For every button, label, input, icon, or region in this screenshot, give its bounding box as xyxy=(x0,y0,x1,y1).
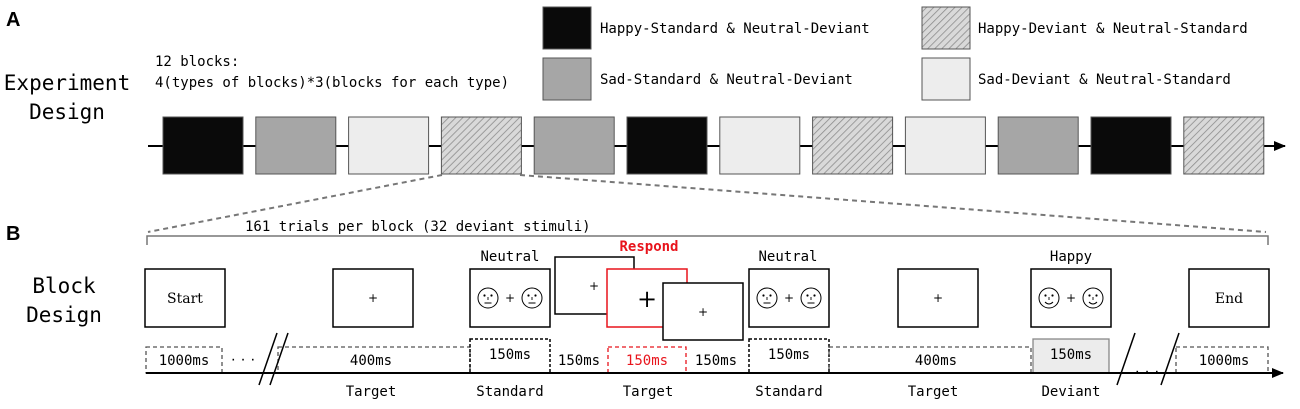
sequence-block-9 xyxy=(904,116,986,175)
screen-start xyxy=(144,268,226,328)
legend-swatch-happy-standard xyxy=(542,6,592,50)
neutral-faces-1 xyxy=(477,287,543,309)
fixation-cross-4: + xyxy=(698,305,708,319)
sequence-block-6 xyxy=(626,116,708,175)
trial-type-1: Target xyxy=(346,384,397,400)
legend-swatch-sad-deviant xyxy=(921,57,971,101)
duration-5: 150ms xyxy=(626,353,668,369)
sequence-block-4 xyxy=(440,116,522,175)
screen-end xyxy=(1188,268,1270,328)
screen-fixation-1 xyxy=(332,268,414,328)
legend-label-happy-standard: Happy-Standard & Neutral-Deviant xyxy=(600,21,870,37)
fixation-cross-6: + xyxy=(933,291,943,305)
experiment-design-title-line1: Experiment xyxy=(4,71,130,95)
neutral-face-icon xyxy=(800,287,822,309)
happy-faces xyxy=(1038,287,1104,309)
block-design-title-line1: Block xyxy=(32,274,96,298)
duration-9: 150ms xyxy=(1050,347,1092,363)
sequence-block-3 xyxy=(348,116,430,175)
legend-label-sad-standard: Sad-Standard & Neutral-Deviant xyxy=(600,72,853,88)
break-mark-2a xyxy=(1116,332,1136,386)
trial-type-4: Standard xyxy=(755,384,822,400)
screen-start-label: Start xyxy=(167,291,203,307)
block-bracket xyxy=(146,235,1269,245)
fixation-cross-large: + xyxy=(637,285,657,313)
legend-label-sad-deviant: Sad-Deviant & Neutral-Standard xyxy=(978,72,1231,88)
trial-type-2: Standard xyxy=(476,384,543,400)
neutral-face-icon xyxy=(477,287,499,309)
neutral-face-icon xyxy=(756,287,778,309)
trial-type-5: Target xyxy=(908,384,959,400)
duration-box-3 xyxy=(469,338,551,374)
happy-face-icon xyxy=(1038,287,1060,309)
sequence-block-8 xyxy=(812,116,894,175)
duration-2: 400ms xyxy=(350,353,392,369)
sequence-block-7 xyxy=(719,116,801,175)
legend-swatch-happy-deviant xyxy=(921,6,971,50)
fixation-cross-1: + xyxy=(368,291,378,305)
ellipsis-1: · · · xyxy=(231,351,256,368)
fixation-cross-5: + xyxy=(784,291,794,305)
zoom-line-right xyxy=(519,174,1267,233)
break-mark-1a xyxy=(258,332,278,386)
neutral-label-1: Neutral xyxy=(480,249,539,265)
neutral-faces-2 xyxy=(756,287,822,309)
sequence-block-12 xyxy=(1183,116,1265,175)
sequence-block-5 xyxy=(533,116,615,175)
panel-label-a: A xyxy=(6,9,20,31)
trial-type-6: Deviant xyxy=(1041,384,1100,400)
screen-fixation-2 xyxy=(897,268,979,328)
ellipsis-2: · · · xyxy=(1135,363,1160,380)
legend: Happy-Standard & Neutral-Deviant Happy-D… xyxy=(542,6,1248,101)
respond-label: Respond xyxy=(619,239,678,255)
break-mark-2b xyxy=(1160,332,1180,386)
duration-7: 150ms xyxy=(768,347,810,363)
happy-face-icon xyxy=(1082,287,1104,309)
block-design-title-line2: Design xyxy=(26,303,102,327)
blocks-description-line2: 4(types of blocks)*3(blocks for each typ… xyxy=(155,75,509,91)
trials-per-block-label: 161 trials per block (32 deviant stimuli… xyxy=(245,219,591,235)
duration-8: 400ms xyxy=(915,353,957,369)
duration-box-7 xyxy=(748,338,830,374)
duration-4: 150ms xyxy=(558,353,600,369)
sequence-block-10 xyxy=(997,116,1079,175)
legend-label-happy-deviant: Happy-Deviant & Neutral-Standard xyxy=(978,21,1248,37)
blocks-description-line1: 12 blocks: xyxy=(155,54,239,70)
panel-label-b: B xyxy=(6,223,20,245)
fixation-cross-3: + xyxy=(589,279,599,293)
trial-type-3: Target xyxy=(623,384,674,400)
duration-3: 150ms xyxy=(489,347,531,363)
happy-label: Happy xyxy=(1050,249,1092,265)
fixation-cross-7: + xyxy=(1066,291,1076,305)
trial-types: Target Standard Target Standard Target D… xyxy=(346,384,1101,400)
neutral-face-icon xyxy=(521,287,543,309)
sequence-block-1 xyxy=(162,116,244,175)
legend-swatch-sad-standard xyxy=(542,57,592,101)
screens: Start + Neutral + + Respond + + Neutral … xyxy=(144,239,1270,341)
durations: 1000ms · · · 400ms 150ms 150ms 150ms 150… xyxy=(145,338,1269,380)
sequence-block-11 xyxy=(1090,116,1172,175)
block-sequence xyxy=(162,116,1265,175)
break-mark-1b xyxy=(269,332,289,386)
screen-fixation-target-front xyxy=(662,282,744,341)
fixation-cross-2: + xyxy=(505,291,515,305)
screen-end-label: End xyxy=(1215,291,1243,307)
duration-6: 150ms xyxy=(695,353,737,369)
zoom-line-left xyxy=(147,174,443,233)
duration-10: 1000ms xyxy=(1199,353,1250,369)
duration-box-9 xyxy=(1032,338,1110,374)
experiment-design-title-line2: Design xyxy=(29,100,105,124)
duration-1: 1000ms xyxy=(159,353,210,369)
sequence-block-2 xyxy=(255,116,337,175)
neutral-label-2: Neutral xyxy=(758,249,817,265)
